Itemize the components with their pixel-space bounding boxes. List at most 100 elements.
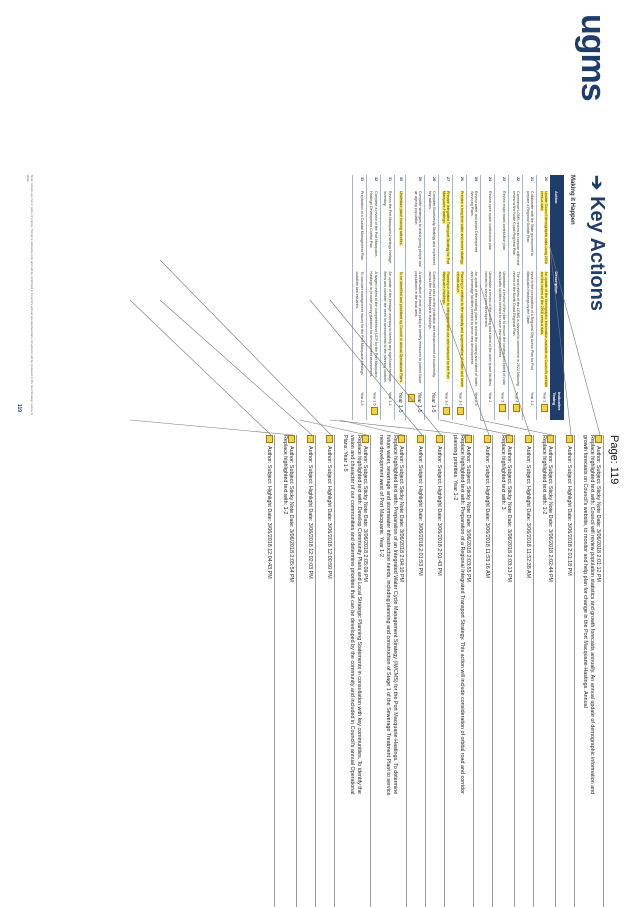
header-description: Description (550, 269, 564, 390)
timing-cell-text: Year 1-5 (372, 392, 377, 406)
action-cell: Prepare a long term water and sewer stra… (452, 189, 467, 270)
comment-separator (574, 435, 575, 907)
action-number: 24 (480, 175, 495, 189)
timing-cell-text: Year 1-2 (458, 392, 463, 406)
section-heading: Making it Happen (569, 175, 575, 225)
description-cell: Undertake a review of the costing and ex… (480, 269, 495, 390)
action-number: 21 (522, 175, 537, 189)
highlight-icon[interactable] (436, 435, 443, 443)
header-action: Action (550, 189, 564, 270)
header-num (550, 175, 564, 189)
sticky-note-icon[interactable] (465, 435, 472, 443)
action-cell-text: Complete a review of the Port Macquarie-… (369, 191, 378, 258)
description-cell: Input to the preparation of a Regional C… (522, 269, 537, 390)
arrow-right-icon: ➔ (587, 175, 607, 191)
timing-cell: Year 2-3 (352, 390, 367, 420)
description-cell-text: Input to the preparation of a Regional C… (525, 271, 535, 370)
timing-cell-text: Year 1 (542, 392, 547, 403)
action-number: 31 (380, 175, 395, 189)
timing-cell-text: Year 1-5 (430, 392, 437, 413)
highlight-icon[interactable] (326, 435, 333, 443)
timing-cell-text: Year 1-5 (397, 392, 404, 413)
timing-cell-text: Year 3 (500, 392, 505, 403)
description-cell: An update of the existing plans to revie… (466, 269, 481, 390)
comment-text: Replace highlighted text with: 1-2 (282, 435, 288, 515)
sticky-note-icon[interactable] (288, 435, 295, 443)
action-number-text: 28 (432, 177, 437, 181)
sticky-note-icon[interactable] (513, 404, 521, 413)
action-number-text: 27 (446, 177, 451, 181)
highlight-icon[interactable] (484, 435, 491, 443)
action-number: 30 (394, 175, 406, 189)
comment-separator (533, 435, 534, 907)
highlight-icon[interactable] (566, 435, 573, 443)
action-cell-text: Prepare Integrated Transport Strategy fo… (441, 191, 451, 265)
sticky-note-icon[interactable] (595, 435, 602, 443)
comment-body-line: Replace highlighted text with: 1-2 (281, 435, 288, 905)
sticky-note-icon[interactable] (408, 394, 416, 402)
description-cell: Planning in relation to the capacity and… (452, 269, 467, 390)
action-number-text: 24 (488, 177, 493, 181)
highlight-icon[interactable] (266, 435, 273, 443)
action-number: 28 (424, 175, 439, 189)
highlight-icon[interactable] (525, 435, 532, 443)
action-number-text: 30 (399, 177, 404, 181)
sticky-note-icon[interactable] (506, 435, 513, 443)
comment-separator (603, 435, 604, 907)
comment-header: Author: Subject: Sticky Note Date: 3/06/… (546, 435, 554, 905)
comment-text: Author: Subject: Sticky Note Date: 3/06/… (288, 446, 295, 583)
comment-text: Author: Subject: Sticky Note Date: 3/06/… (362, 446, 369, 583)
description-cell: Undertake a review of the plan to ensure… (494, 269, 509, 390)
timing-cell: Year 1-5 (405, 390, 425, 420)
action-number: 22 (508, 175, 523, 189)
connector-line (439, 419, 512, 436)
sticky-note-icon[interactable] (499, 404, 507, 413)
description-cell-text: Undertake a review of the costing and ex… (483, 271, 493, 387)
description-cell: An update of the demographic information… (536, 269, 550, 390)
title-text: Key Actions (586, 196, 608, 311)
timing-cell: Year 3 (494, 390, 509, 420)
sticky-note-icon[interactable] (541, 404, 548, 413)
comment-text: Author: Subject: Sticky Note Date: 3/06/… (398, 446, 405, 583)
comment-text: Author: Subject: Sticky Note Date: 3/06/… (547, 446, 554, 583)
action-cell-text: Prepare a long term water and sewer stra… (460, 191, 465, 265)
comment-text: Replace highlighted text with: Council w… (589, 435, 595, 795)
sticky-note-icon[interactable] (457, 407, 465, 416)
timing-cell: Year 1-5 (366, 390, 381, 420)
comment-text: Author: Subject: Highlight Date: 3/06/20… (417, 446, 424, 576)
comment-header: Author: Subject: Highlight Date: 3/06/20… (325, 435, 333, 905)
action-number-text: 23 (502, 177, 507, 181)
sticky-note-icon[interactable] (370, 407, 378, 416)
connector-line (339, 419, 404, 436)
comment-header: Author: Subject: Sticky Note Date: 3/06/… (397, 435, 405, 905)
sticky-note-icon[interactable] (443, 407, 451, 416)
timing-cell: Year 1 (536, 390, 550, 420)
description-cell-text: Undertake a review of the plan to ensure… (497, 271, 507, 385)
comment-body-line: planning priorities. Year 1-2 (451, 435, 458, 905)
timing-cell: Year 1-5 (394, 390, 406, 420)
comment-text: Replace highlighted text with: Preparati… (459, 435, 465, 794)
comment-text: growth forecasts on Council's website, t… (582, 435, 588, 708)
action-cell-text: Review major roads contribution plan. (502, 191, 507, 252)
action-number: 27 (438, 175, 453, 189)
action-cell: Preparation of a Coastal Management Plan… (352, 189, 367, 270)
comment-text: planning priorities. Year 1-2 (452, 435, 458, 501)
description-cell-text: To consider management issues for the Po… (355, 271, 364, 375)
sticky-note-icon[interactable] (547, 435, 554, 443)
comment-text: Author: Subject: Highlight Date: 3/06/20… (266, 446, 273, 579)
action-cell-text: Complete strategies to assist young peop… (413, 191, 423, 267)
sticky-note-icon[interactable] (398, 435, 405, 443)
sticky-note-icon[interactable] (362, 435, 369, 443)
highlight-icon[interactable] (307, 435, 314, 443)
highlight-icon[interactable] (417, 435, 424, 443)
description-cell: An update of the heritage inventory to i… (380, 269, 395, 390)
comment-text: Author: Subject: Highlight Date: 3/06/20… (326, 446, 333, 579)
connector-line (129, 419, 294, 436)
